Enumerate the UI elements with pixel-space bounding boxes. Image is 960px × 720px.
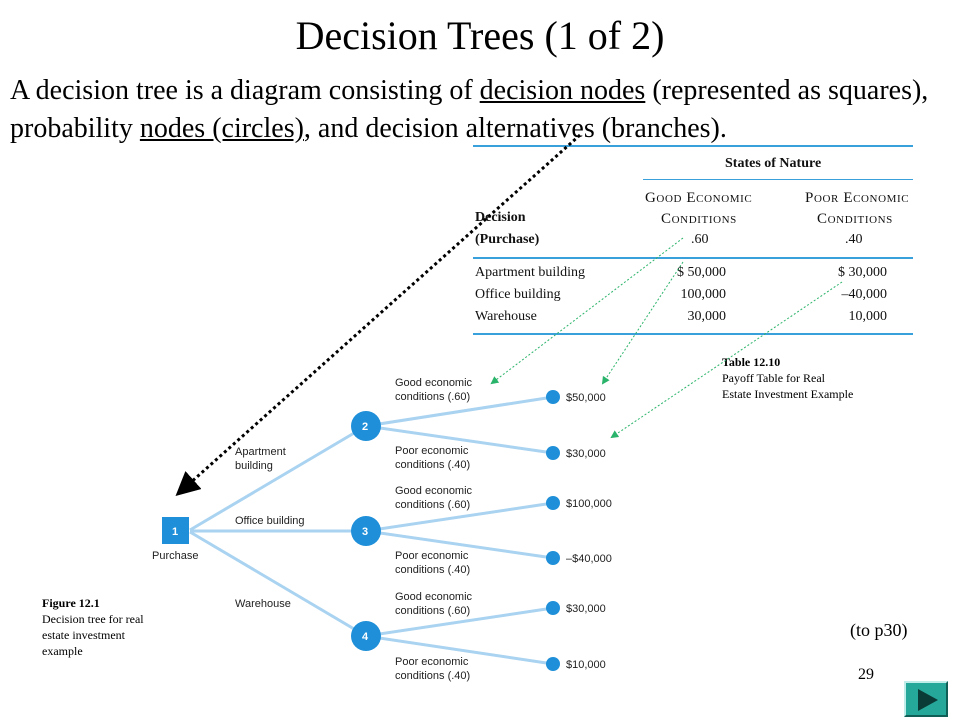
table-cell-good: 100,000 bbox=[680, 287, 727, 302]
pointer-arrow-apartment-payoff bbox=[601, 261, 684, 385]
outcome-line bbox=[365, 395, 554, 428]
outcome-line bbox=[365, 529, 554, 560]
table-row-header-line1: Decision bbox=[475, 210, 526, 225]
slide-title: Decision Trees (1 of 2) bbox=[295, 13, 665, 58]
outcome-line bbox=[365, 501, 554, 533]
payoff-value: $50,000 bbox=[566, 392, 606, 404]
branch-label-apartment-2: building bbox=[235, 460, 273, 472]
outcome-label: conditions (.60) bbox=[395, 391, 470, 403]
intro-text-2: (represented as squares), probability bbox=[10, 75, 929, 144]
outcome-label: conditions (.40) bbox=[395, 564, 470, 576]
table-header-states: States of Nature bbox=[725, 156, 822, 171]
outcome-label: conditions (.40) bbox=[395, 670, 470, 682]
table-subheader-rule bbox=[643, 179, 913, 180]
chance-node-circle bbox=[351, 516, 381, 546]
payoff-value: $30,000 bbox=[566, 603, 606, 615]
outcome-label: Good economic bbox=[395, 591, 473, 603]
intro-text-3: , and decision alternatives (branches). bbox=[303, 113, 727, 144]
term-decision-nodes: decision nodes bbox=[479, 75, 646, 106]
table-caption-line: Payoff Table for Real bbox=[722, 371, 826, 385]
table-col-good-prob: .60 bbox=[691, 232, 709, 247]
branch-label-warehouse: Warehouse bbox=[235, 598, 291, 610]
chance-node-id: 4 bbox=[362, 631, 369, 643]
payoff-table: States of Nature Good Economic Condition… bbox=[473, 145, 913, 337]
terminal-dot bbox=[546, 496, 560, 510]
outcome-label: Poor economic bbox=[395, 445, 469, 457]
table-cell-good: 30,000 bbox=[687, 309, 727, 324]
chance-node-circle bbox=[351, 621, 381, 651]
payoff-value: –$40,000 bbox=[566, 553, 612, 565]
payoff-value: $100,000 bbox=[566, 498, 612, 510]
terminal-dot bbox=[546, 601, 560, 615]
outcome-label: Poor economic bbox=[395, 550, 469, 562]
figure-caption-line: estate investment bbox=[42, 628, 125, 642]
branch-line-apartment bbox=[189, 424, 367, 532]
outcome-label: Good economic bbox=[395, 485, 473, 497]
table-top-rule bbox=[473, 145, 913, 147]
table-cell-poor: –40,000 bbox=[841, 287, 888, 302]
outcome-label: Poor economic bbox=[395, 656, 469, 668]
chance-node-id: 2 bbox=[362, 421, 368, 433]
table-caption-title: Table 12.10 bbox=[722, 355, 781, 369]
figure-caption-line: Decision tree for real bbox=[42, 612, 144, 626]
branch-line-warehouse bbox=[189, 530, 367, 638]
table-cell-poor: $ 30,000 bbox=[838, 265, 887, 280]
pointer-arrow-decision-node bbox=[175, 133, 581, 496]
table-col-poor-line2: Conditions bbox=[817, 211, 893, 227]
payoff-value: $10,000 bbox=[566, 659, 606, 671]
terminal-dot bbox=[546, 551, 560, 565]
outcome-label: conditions (.40) bbox=[395, 459, 470, 471]
terminal-dot bbox=[546, 657, 560, 671]
table-mid-rule bbox=[473, 257, 913, 259]
table-bottom-rule bbox=[473, 333, 913, 335]
branch-label-office: Office building bbox=[235, 515, 305, 527]
figure-caption-line: example bbox=[42, 644, 83, 658]
terminal-dot bbox=[546, 446, 560, 460]
branch-label-apartment-1: Apartment bbox=[235, 446, 286, 458]
table-col-poor-line1: Poor Economic bbox=[805, 190, 910, 206]
table-row-label: Warehouse bbox=[475, 309, 537, 324]
play-triangle-icon bbox=[918, 689, 938, 711]
outcome-line bbox=[365, 424, 554, 455]
outcome-label: Good economic bbox=[395, 377, 473, 389]
chance-node-circle bbox=[351, 411, 381, 441]
outcome-line bbox=[365, 634, 554, 666]
table-col-poor-prob: .40 bbox=[845, 232, 863, 247]
payoff-value: $30,000 bbox=[566, 448, 606, 460]
outcome-label: conditions (.60) bbox=[395, 499, 470, 511]
next-slide-button[interactable] bbox=[904, 681, 948, 717]
pointer-arrow-poor-prob bbox=[610, 281, 843, 439]
figure-caption: Figure 12.1 Decision tree for real estat… bbox=[42, 595, 144, 659]
page-number: 29 bbox=[858, 666, 874, 683]
decision-node-label: Purchase bbox=[152, 550, 198, 562]
table-col-good-line1: Good Economic bbox=[645, 190, 753, 206]
next-page-link[interactable]: (to p30) bbox=[850, 620, 908, 640]
pointer-arrow-good-prob bbox=[490, 237, 684, 385]
table-row-label: Office building bbox=[475, 287, 561, 302]
outcome-label: conditions (.60) bbox=[395, 605, 470, 617]
figure-caption-title: Figure 12.1 bbox=[42, 596, 100, 610]
table-row-header-line2: (Purchase) bbox=[475, 232, 540, 247]
table-cell-poor: 10,000 bbox=[848, 309, 888, 324]
chance-node-id: 3 bbox=[362, 526, 368, 538]
term-nodes-circles: nodes (circles) bbox=[139, 113, 304, 144]
table-col-good-line2: Conditions bbox=[661, 211, 737, 227]
decision-node-id: 1 bbox=[172, 526, 178, 538]
table-cell-good: $ 50,000 bbox=[677, 265, 726, 280]
terminal-dot bbox=[546, 390, 560, 404]
outcome-line bbox=[365, 606, 554, 638]
decision-node-square bbox=[162, 517, 189, 544]
table-caption: Table 12.10 Payoff Table for Real Estate… bbox=[722, 354, 853, 402]
intro-text-1: A decision tree is a diagram consisting … bbox=[10, 75, 480, 106]
table-row-label: Apartment building bbox=[475, 265, 586, 280]
table-caption-line: Estate Investment Example bbox=[722, 387, 854, 401]
intro-paragraph: A decision tree is a diagram consisting … bbox=[10, 72, 950, 148]
